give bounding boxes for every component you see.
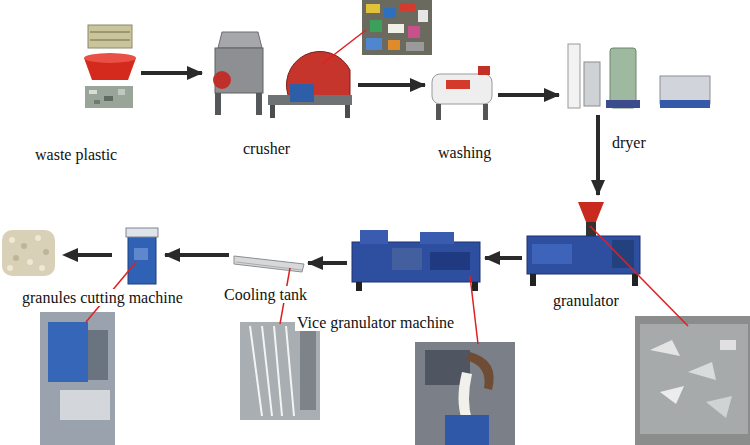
label-holder: Vice granulator machine: [295, 314, 456, 332]
flow-arrow: [308, 261, 347, 265]
granulator-feed-photo: [635, 316, 750, 445]
washing-picture: [432, 66, 492, 120]
label-holder: dryer: [610, 134, 648, 152]
label-holder: waste plastic: [33, 146, 119, 164]
station-label: waste plastic: [33, 146, 119, 163]
cutting-machine-photo: [40, 312, 115, 445]
label-holder: crusher: [241, 140, 292, 158]
label-holder: washing: [436, 144, 493, 162]
cooling-tank-picture: [234, 256, 304, 272]
extrusion-photo: [415, 342, 515, 445]
leader-line: [590, 226, 688, 326]
output-arrow: [62, 248, 112, 262]
crusher-picture: [213, 32, 352, 118]
flow-arrow: [485, 256, 522, 260]
machine-station: Vice granulator machine: [350, 228, 482, 292]
leader-line: [322, 30, 366, 64]
station-label: granulator: [551, 292, 621, 309]
label-holder: Cooling tank: [222, 286, 309, 304]
label-holder: granulator: [551, 292, 621, 310]
station-label: washing: [436, 144, 493, 161]
machine-station: dryer: [562, 40, 712, 112]
vice-granulator-picture: [352, 230, 480, 291]
machine-station: granulator: [525, 198, 645, 288]
machine-station: crusher: [205, 28, 355, 120]
station-label: dryer: [610, 134, 648, 151]
machine-station: waste plastic: [78, 22, 138, 112]
cutting-machine-picture: [126, 228, 158, 284]
machine-station: washing: [428, 62, 495, 122]
station-label: granules cutting machine: [20, 289, 185, 306]
granulator-picture: [527, 202, 640, 286]
cooling-strands-photo: [240, 322, 320, 420]
crushed-plastic-photo: [362, 0, 432, 55]
pellets-picture: [2, 230, 55, 276]
flow-arrow: [498, 93, 559, 97]
station-label: Cooling tank: [222, 286, 309, 303]
machine-station: Cooling tank: [232, 247, 305, 278]
waste-plastic-picture: [84, 25, 136, 108]
station-label: crusher: [241, 140, 292, 157]
station-label: Vice granulator machine: [295, 314, 456, 331]
dryer-picture: [568, 44, 710, 108]
label-holder: granules cutting machine: [20, 289, 185, 307]
flow-arrow: [141, 71, 202, 75]
leader-line: [470, 276, 478, 344]
flow-arrow: [596, 115, 600, 195]
flow-arrow: [165, 253, 229, 257]
machine-station: granules cutting machine: [122, 222, 162, 288]
flow-arrow: [358, 83, 425, 87]
